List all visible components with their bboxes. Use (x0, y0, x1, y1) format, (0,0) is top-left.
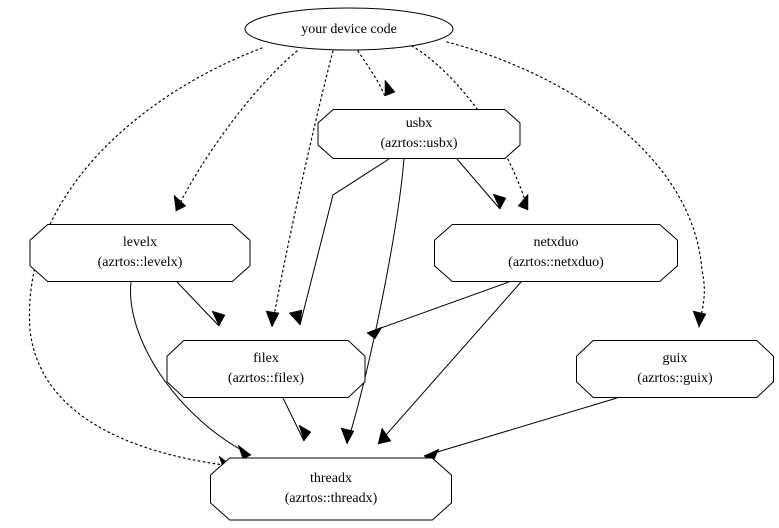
arrowhead-icon (288, 309, 303, 326)
node-label-primary: netxduo (533, 235, 578, 250)
node-shape-octagon (210, 457, 452, 521)
edge-device-to-filex (265, 50, 334, 328)
node-label-primary: your device code (301, 22, 397, 37)
edge-line-dotted (271, 50, 334, 328)
edge-line-solid (456, 158, 501, 210)
node-filex[interactable]: filex(azrtos::filex) (166, 340, 366, 398)
edge-line-dotted (357, 50, 386, 97)
node-label-package: (azrtos::guix) (637, 371, 713, 386)
edge-guix-to-threadx (423, 397, 618, 463)
node-guix[interactable]: guix(azrtos::guix) (576, 340, 774, 398)
arrowhead-icon (173, 194, 187, 212)
edge-line-dotted (175, 50, 298, 212)
edge-netxduo-to-filex (366, 281, 510, 340)
arrowhead-icon (384, 79, 396, 97)
nodes-layer: your device codeusbx(azrtos::usbx)levelx… (29, 7, 774, 521)
edge-line-dotted (446, 41, 705, 328)
node-label-package: (azrtos::netxduo) (508, 255, 604, 270)
node-label-primary: usbx (406, 116, 432, 131)
node-device[interactable]: your device code (244, 7, 454, 51)
arrowhead-icon (265, 310, 280, 328)
arrowhead-icon (211, 310, 226, 327)
node-label-primary: levelx (123, 235, 157, 250)
arrowhead-icon (692, 310, 707, 328)
node-label-package: (azrtos::levelx) (98, 255, 183, 270)
arrowhead-icon (492, 193, 507, 210)
node-label-package: (azrtos::filex) (228, 371, 305, 386)
node-label-package: (azrtos::usbx) (381, 136, 458, 151)
edge-usbx-to-threadx (340, 158, 405, 445)
edge-levelx-to-filex (176, 281, 226, 327)
node-shape-octagon (29, 224, 251, 282)
edge-filex-to-threadx (282, 397, 312, 442)
edge-line-solid (176, 281, 220, 327)
edge-device-to-levelx (173, 50, 298, 212)
edge-usbx-to-filex (288, 158, 390, 326)
edge-line-dotted (28, 47, 263, 467)
node-shape-octagon (166, 340, 366, 398)
edge-line-solid (282, 397, 305, 442)
node-shape-octagon (317, 109, 521, 159)
node-label-package: (azrtos::threadx) (285, 491, 378, 506)
node-label-primary: filex (253, 351, 279, 366)
arrowhead-icon (340, 427, 355, 445)
edge-line-solid (299, 158, 390, 326)
node-usbx[interactable]: usbx(azrtos::usbx) (317, 109, 521, 159)
edge-line-solid (423, 397, 618, 457)
edge-device-to-usbx (357, 50, 396, 97)
node-shape-octagon (434, 224, 678, 282)
arrowhead-icon (237, 444, 252, 460)
edge-usbx-to-netxduo (456, 158, 507, 210)
edge-device-to-guix (446, 41, 707, 328)
arrowhead-icon (366, 326, 383, 340)
edge-levelx-to-threadx (130, 281, 252, 460)
node-levelx[interactable]: levelx(azrtos::levelx) (29, 224, 251, 282)
node-label-primary: threadx (310, 471, 352, 486)
arrowhead-icon (517, 193, 529, 211)
node-threadx[interactable]: threadx(azrtos::threadx) (210, 457, 452, 521)
arrowhead-icon (298, 424, 312, 442)
edge-line-solid (366, 281, 510, 334)
node-shape-ellipse (244, 7, 454, 51)
node-shape-octagon (576, 340, 774, 398)
node-label-primary: guix (663, 351, 688, 366)
arrowhead-icon (377, 427, 392, 445)
edge-line-solid (346, 158, 405, 445)
edge-netxduo-to-threadx (377, 281, 522, 445)
node-netxduo[interactable]: netxduo(azrtos::netxduo) (434, 224, 678, 282)
edge-line-solid (377, 281, 522, 445)
edge-line-solid (130, 281, 252, 456)
